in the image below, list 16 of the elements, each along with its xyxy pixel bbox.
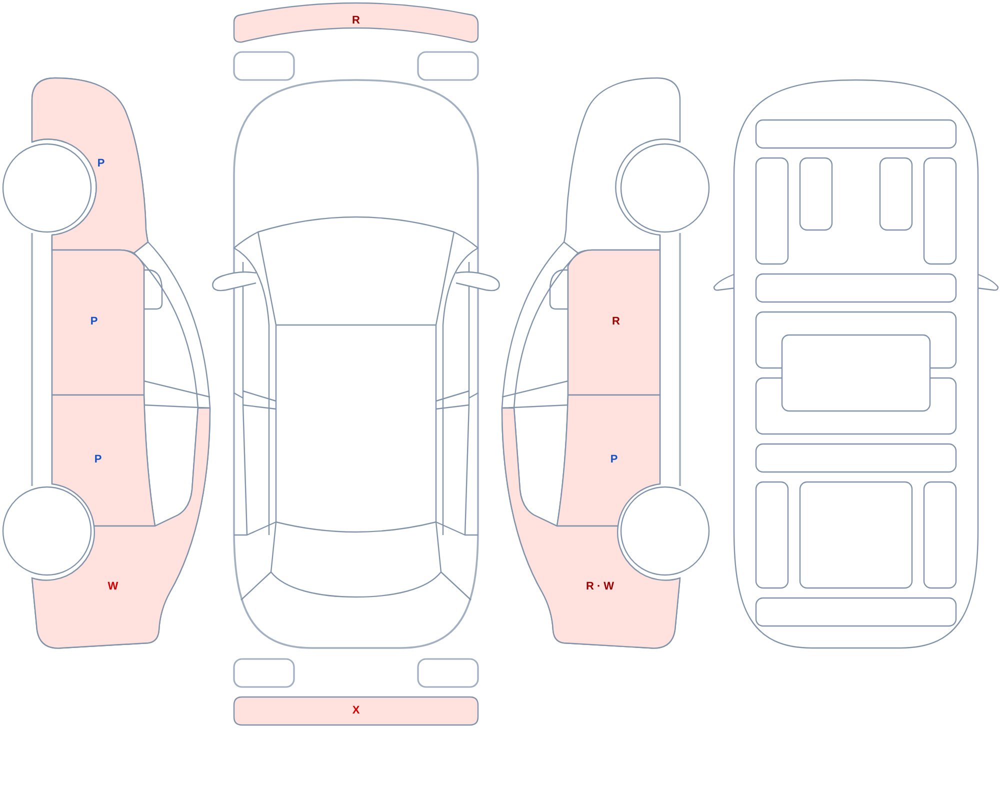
car-body-panel <box>233 696 479 726</box>
damage-code: R · W <box>586 582 614 592</box>
damage-code: W <box>108 582 118 592</box>
car-body-panel <box>51 249 145 396</box>
car-body-panel <box>31 77 149 254</box>
car-body-panel <box>233 2 479 44</box>
car-body-panel <box>51 394 156 527</box>
damage-code: P <box>610 454 618 466</box>
car-body-panel <box>567 249 661 396</box>
car-body-panel <box>556 394 661 527</box>
damage-code: R <box>612 316 620 328</box>
damage-code: P <box>90 316 98 328</box>
damage-code: R <box>352 16 360 26</box>
damage-code: P <box>94 454 102 466</box>
damage-code: P <box>97 158 105 170</box>
damage-code: X <box>352 706 360 716</box>
